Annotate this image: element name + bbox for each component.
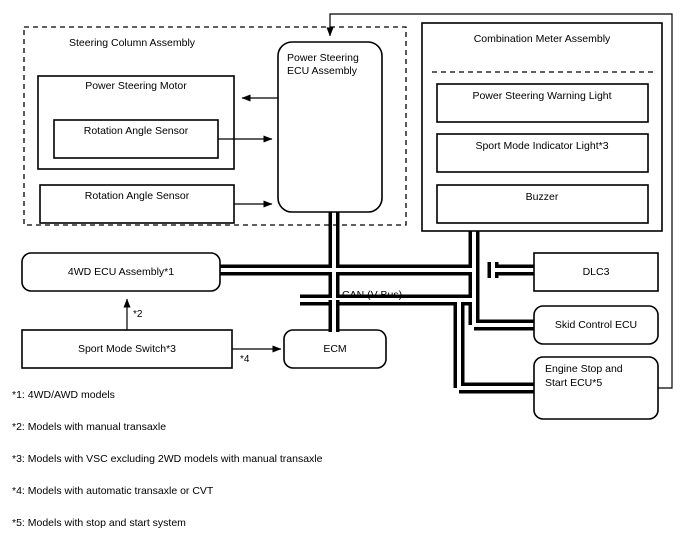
rotation-angle-sensor-inner-box: Rotation Angle Sensor — [53, 119, 219, 159]
power-steering-warning-light-label: Power Steering Warning Light — [472, 90, 611, 102]
sport-mode-switch-label: Sport Mode Switch*3 — [78, 343, 176, 355]
footnotes-group: *1: 4WD/AWD models *2: Models with manua… — [12, 389, 323, 529]
power-steering-motor-label: Power Steering Motor — [85, 80, 187, 92]
sport-mode-to-fourwd-connector: *2 — [123, 298, 143, 330]
buzzer-rect — [436, 184, 649, 224]
buzzer-label: Buzzer — [526, 191, 559, 203]
sport-mode-switch-rect — [21, 329, 233, 369]
power-steering-ecu-rect — [277, 41, 383, 213]
engine-stop-start-ecu-box: Engine Stop and Start ECU*5 — [533, 356, 659, 420]
skid-control-ecu-label: Skid Control ECU — [555, 319, 637, 331]
steering-column-assembly-title: Steering Column Assembly — [69, 37, 196, 49]
rotation-angle-sensor-outer-label: Rotation Angle Sensor — [85, 190, 190, 202]
engine-stop-start-ecu-label-line1: Engine Stop and — [545, 363, 623, 375]
engine-stop-start-ecu-rect — [533, 356, 659, 420]
footnote-4: *4: Models with automatic transaxle or C… — [12, 485, 214, 497]
ecm-box: ECM — [283, 329, 387, 369]
power-steering-ecu-assembly-box: Power Steering ECU Assembly — [277, 41, 383, 213]
can-bus-inner-strokes — [214, 205, 538, 390]
sport-mode-switch-box: Sport Mode Switch*3 — [21, 329, 233, 369]
footnote-2: *2: Models with manual transaxle — [12, 421, 166, 433]
power-steering-warning-light-rect — [436, 83, 649, 123]
sport-mode-indicator-light-rect — [436, 133, 649, 173]
skid-control-ecu-rect — [533, 305, 659, 345]
combination-meter-assembly-title: Combination Meter Assembly — [474, 33, 611, 45]
footnote-3: *3: Models with VSC excluding 2WD models… — [12, 453, 323, 465]
fourwd-ecu-assembly-box: 4WD ECU Assembly*1 — [21, 252, 221, 292]
dlc3-box: DLC3 — [533, 252, 659, 292]
rotation-angle-sensor-outer-rect — [39, 184, 235, 224]
dlc3-rect — [533, 252, 659, 292]
sport-mode-indicator-light-box: Sport Mode Indicator Light*3 — [436, 133, 649, 173]
power-steering-ecu-label-line1: Power Steering — [287, 52, 359, 64]
footnote-1: *1: 4WD/AWD models — [12, 389, 115, 401]
rotation-angle-sensor-outer-box: Rotation Angle Sensor — [39, 184, 235, 224]
steering-column-assembly-border — [23, 26, 407, 226]
fourwd-ecu-rect — [21, 252, 221, 292]
rotation-angle-sensor-inner-rect — [53, 119, 219, 159]
engine-stop-start-ecu-label-line2: Start ECU*5 — [545, 377, 602, 389]
marker-star-4: *4 — [240, 354, 250, 365]
ecm-label: ECM — [323, 343, 346, 355]
sport-mode-to-ecm-connector: *4 — [232, 345, 282, 365]
footnote-5: *5: Models with stop and start system — [12, 517, 186, 529]
rotation-angle-sensor-inner-label: Rotation Angle Sensor — [84, 125, 189, 137]
fourwd-ecu-label: 4WD ECU Assembly*1 — [68, 266, 174, 278]
can-bus-label: CAN (V Bus) — [342, 289, 402, 301]
signal-arrows-group — [218, 94, 278, 208]
power-steering-warning-light-box: Power Steering Warning Light — [436, 83, 649, 123]
power-steering-ecu-label-line2: ECU Assembly — [287, 65, 358, 77]
skid-control-ecu-box: Skid Control ECU — [533, 305, 659, 345]
engine-stop-feedback-line — [326, 13, 673, 389]
buzzer-box: Buzzer — [436, 184, 649, 224]
sport-mode-indicator-light-label: Sport Mode Indicator Light*3 — [475, 140, 608, 152]
marker-star-2: *2 — [133, 309, 143, 320]
steering-column-assembly-group: Steering Column Assembly — [23, 26, 407, 226]
dlc3-label: DLC3 — [583, 266, 610, 278]
